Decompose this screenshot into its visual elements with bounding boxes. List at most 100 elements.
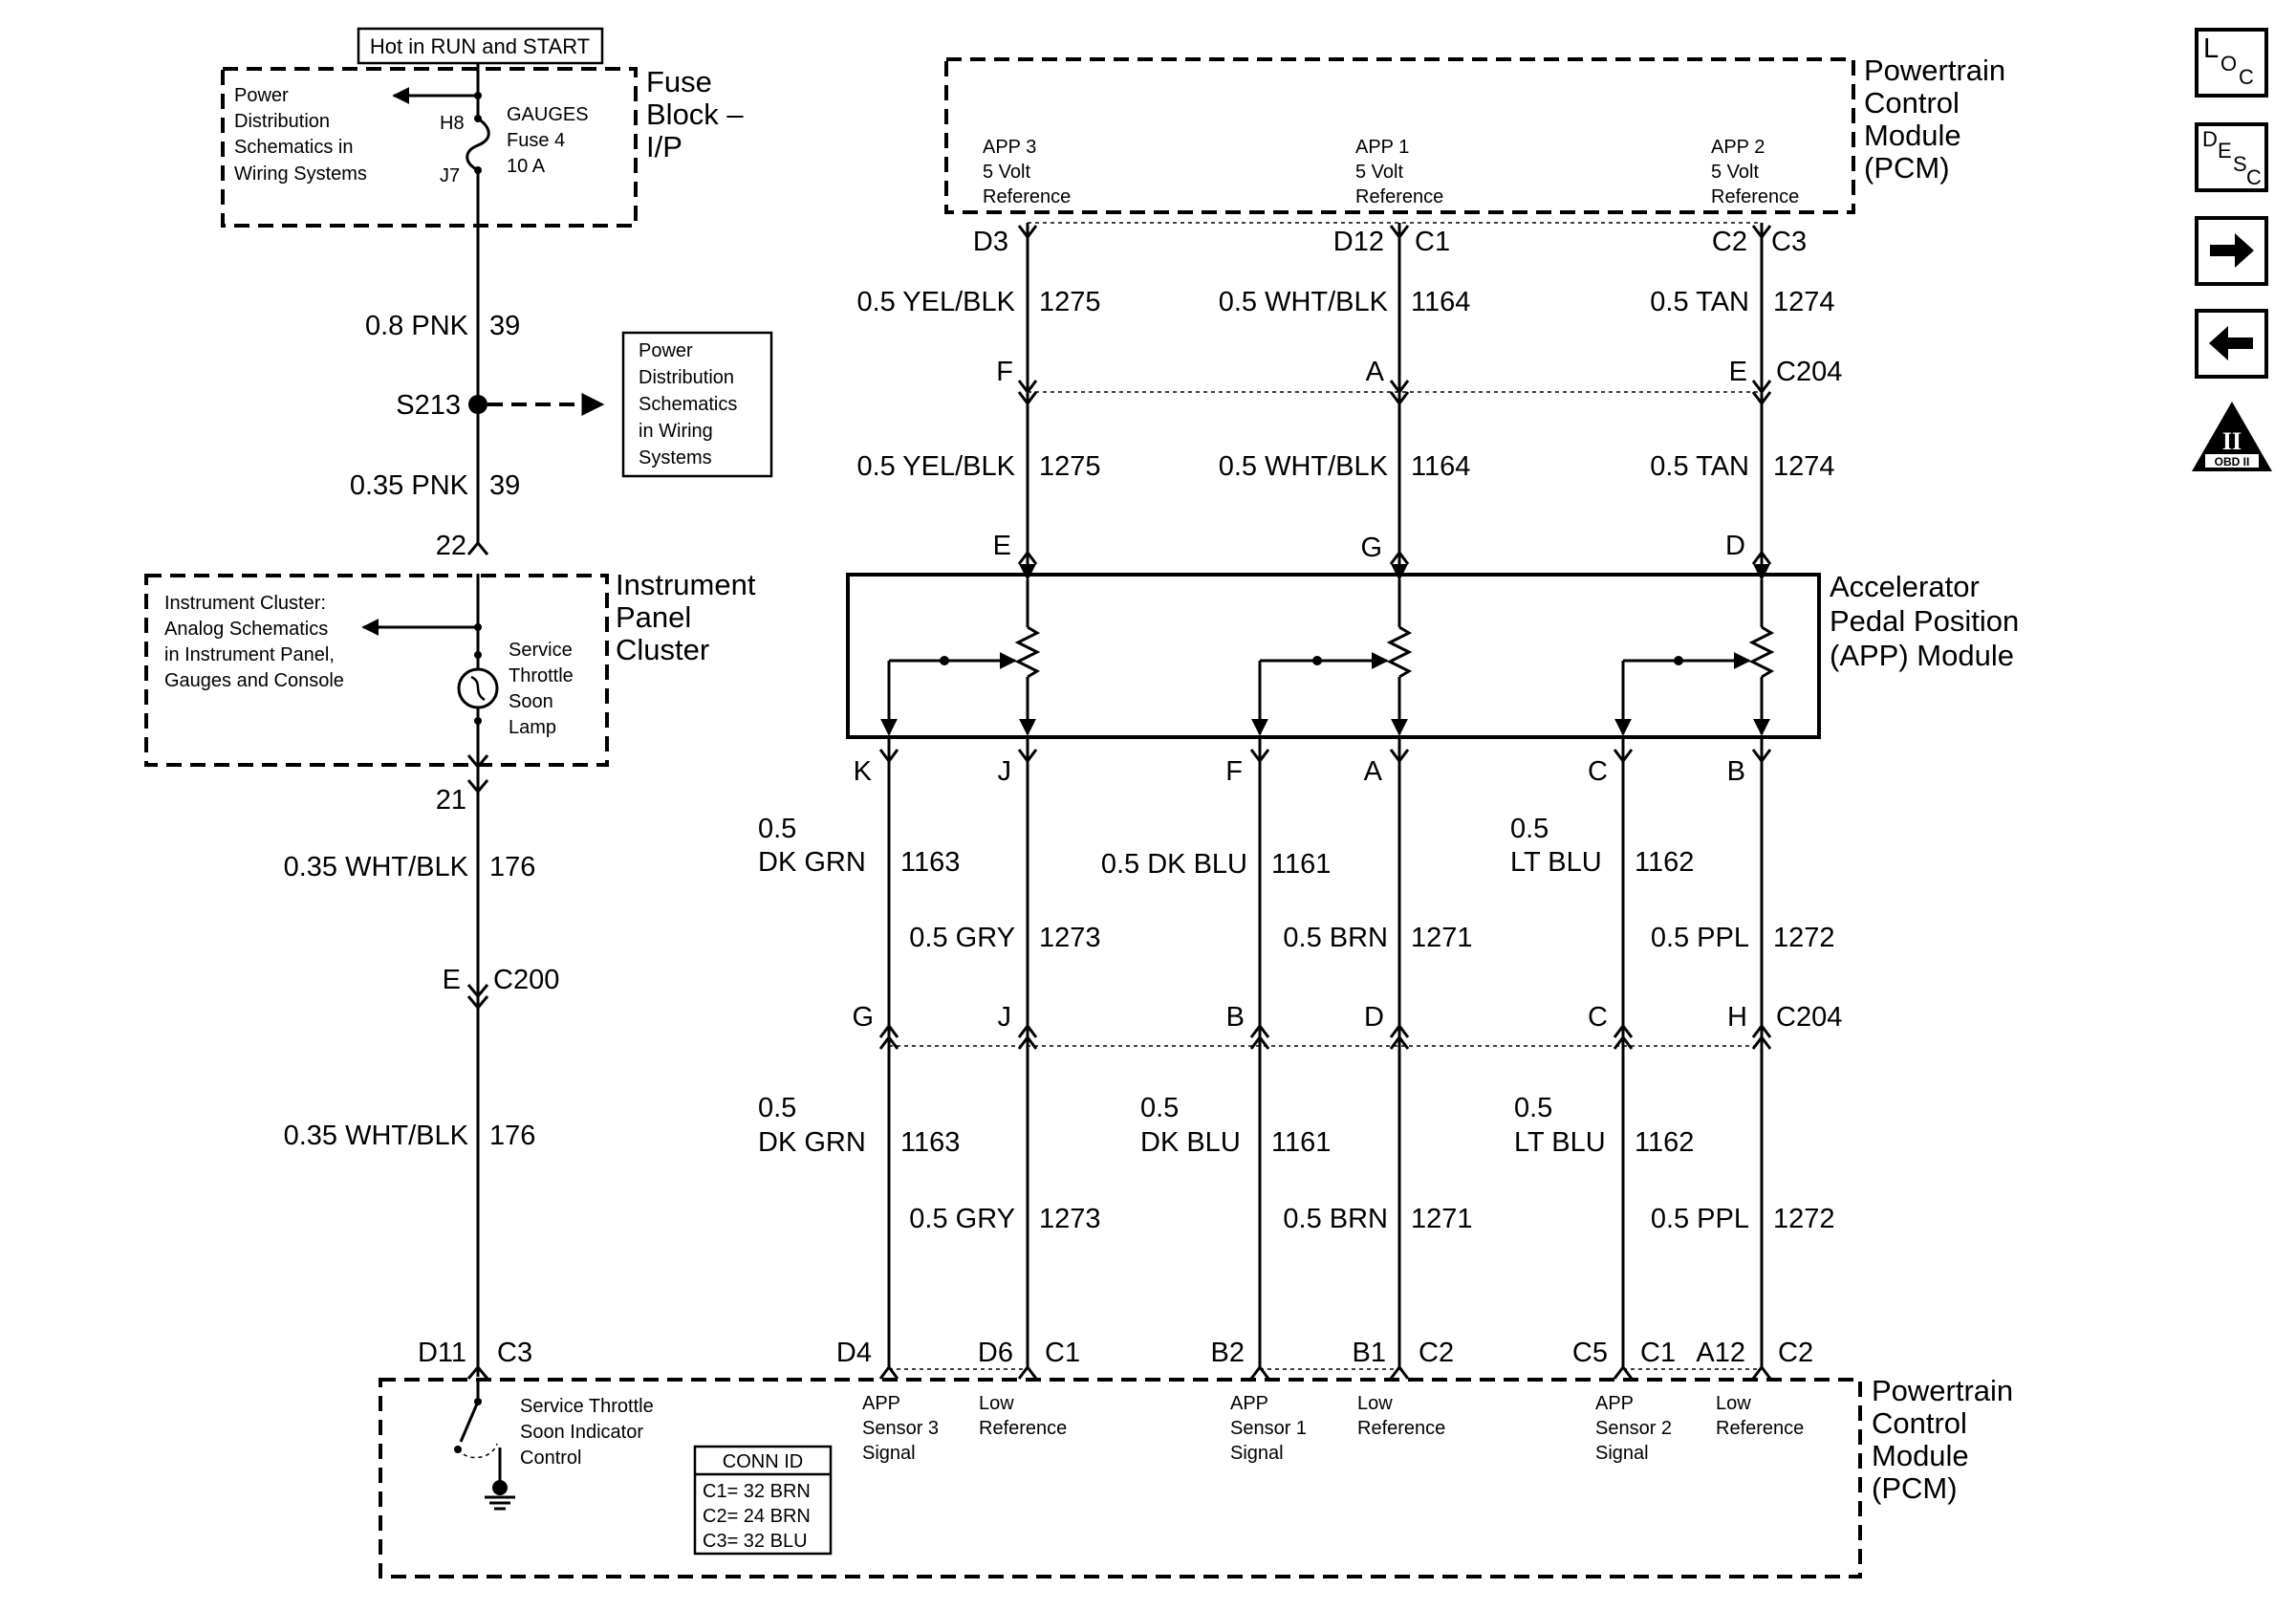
svg-text:0.5 GRY: 0.5 GRY [909,1204,1015,1234]
svg-text:0.5 GRY: 0.5 GRY [909,923,1015,953]
svg-text:D: D [1364,1002,1384,1033]
svg-text:1272: 1272 [1773,1204,1835,1234]
svg-text:1274: 1274 [1773,451,1835,482]
svg-text:II: II [2222,427,2242,455]
svg-text:C1: C1 [1045,1338,1080,1368]
location-icon[interactable]: L O C [2195,28,2268,98]
svg-text:L: L [2203,33,2219,64]
svg-text:C: C [1588,756,1608,787]
svg-text:CONN ID: CONN ID [723,1451,803,1472]
pcm-bottom: Powertrain Control Module (PCM) [379,1374,2013,1578]
svg-text:C2: C2 [1419,1338,1454,1368]
svg-text:Wiring Systems: Wiring Systems [234,163,367,185]
svg-text:0.5: 0.5 [758,1093,796,1123]
svg-text:E: E [443,965,461,995]
svg-text:1273: 1273 [1039,1204,1101,1234]
svg-text:1275: 1275 [1039,287,1101,317]
svg-text:Distribution: Distribution [234,111,330,132]
svg-text:Soon: Soon [509,691,553,712]
svg-text:1163: 1163 [900,1127,960,1158]
svg-text:Low: Low [1716,1393,1751,1414]
svg-text:G: G [1360,533,1382,563]
fuse-4-symbol [466,117,490,172]
svg-text:APP 2: APP 2 [1711,137,1765,158]
next-arrow-icon[interactable] [2195,216,2268,286]
svg-text:0.5: 0.5 [758,814,796,844]
svg-text:C: C [2239,65,2254,89]
svg-text:D: D [1725,531,1745,561]
low-ref-wire-1272: B 0.5 PPL 1272 H 0.5 PPL 1272 A12 C2 [1651,738,1835,1380]
app-sensor-2-signal-label: APP Sensor 2 Signal [1595,1393,1672,1464]
svg-text:176: 176 [489,1121,535,1151]
svg-text:O: O [2220,52,2237,76]
svg-text:B2: B2 [1211,1338,1245,1368]
previous-arrow-icon[interactable] [2195,309,2268,379]
svg-text:C5: C5 [1572,1338,1608,1368]
svg-text:Reference: Reference [1716,1418,1804,1439]
svg-text:C1: C1 [1415,227,1450,257]
svg-text:J7: J7 [440,165,460,186]
svg-text:K: K [854,756,873,787]
svg-text:0.35 WHT/BLK: 0.35 WHT/BLK [284,1121,469,1151]
svg-text:0.5 TAN: 0.5 TAN [1650,287,1749,317]
svg-text:(PCM): (PCM) [1872,1471,1958,1505]
ref-wire-1275: 0.5 YEL/BLK 1275 F 0.5 YEL/BLK 1275 E [856,223,1101,572]
low-reference-label-2: Low Reference [1357,1393,1445,1439]
svg-text:Low: Low [979,1393,1014,1414]
svg-text:1164: 1164 [1411,287,1470,317]
svg-text:176: 176 [489,852,535,882]
svg-text:B: B [1727,756,1745,787]
svg-text:0.35 PNK: 0.35 PNK [350,470,469,501]
svg-text:J: J [998,1002,1012,1033]
svg-text:D6: D6 [978,1338,1013,1368]
svg-text:0.5 WHT/BLK: 0.5 WHT/BLK [1219,287,1389,317]
svg-text:1273: 1273 [1039,923,1101,953]
svg-text:Powertrain: Powertrain [1872,1374,2013,1407]
description-icon[interactable]: D E S C [2195,122,2268,192]
svg-text:Instrument Cluster:: Instrument Cluster: [164,593,326,614]
obd-ii-icon[interactable]: II OBD II [2192,402,2272,471]
splice-s213 [468,395,487,414]
svg-text:39: 39 [489,311,520,341]
svg-text:GAUGES: GAUGES [507,104,589,125]
svg-text:(APP) Module: (APP) Module [1830,639,2014,672]
svg-text:I/P: I/P [646,130,682,163]
svg-text:1161: 1161 [1271,849,1331,880]
signal-wire-1163: K 0.5 DK GRN 1163 G 0.5 DK GRN 1163 D4 [758,738,960,1380]
svg-text:0.5 TAN: 0.5 TAN [1650,451,1749,482]
svg-text:Sensor 1: Sensor 1 [1230,1418,1307,1439]
svg-text:E: E [1729,357,1747,387]
svg-text:C3= 32 BLU: C3= 32 BLU [703,1531,808,1552]
svg-text:Distribution: Distribution [639,367,734,388]
signal-wire-1162: C 0.5 LT BLU 1162 C 0.5 LT BLU 1162 C5 C… [1510,738,1694,1380]
svg-text:0.5 YEL/BLK: 0.5 YEL/BLK [856,451,1015,482]
svg-text:Reference: Reference [979,1418,1067,1439]
svg-text:Low: Low [1357,1393,1393,1414]
svg-text:A: A [1366,357,1385,387]
app-sensor-1-signal-label: APP Sensor 1 Signal [1230,1393,1307,1464]
svg-text:APP 1: APP 1 [1355,137,1409,158]
svg-text:DK BLU: DK BLU [1140,1127,1241,1158]
svg-text:Signal: Signal [1595,1443,1649,1464]
svg-text:H8: H8 [440,113,465,134]
svg-text:0.8 PNK: 0.8 PNK [365,311,469,341]
svg-text:0.5 WHT/BLK: 0.5 WHT/BLK [1219,451,1389,482]
svg-text:Reference: Reference [1711,186,1799,207]
svg-text:Fuse: Fuse [646,65,712,98]
svg-text:Panel: Panel [616,600,691,634]
svg-text:in Instrument Panel,: in Instrument Panel, [164,644,335,665]
svg-text:J: J [998,756,1012,787]
svg-text:Control: Control [520,1448,581,1469]
svg-text:5 Volt: 5 Volt [983,162,1030,183]
svg-text:D11: D11 [418,1338,466,1368]
svg-text:H: H [1727,1002,1747,1033]
svg-text:Reference: Reference [983,186,1071,207]
svg-text:Throttle: Throttle [509,665,574,686]
svg-text:D12: D12 [1333,227,1384,257]
svg-text:10 A: 10 A [507,156,546,177]
svg-text:Accelerator: Accelerator [1830,570,1980,603]
svg-text:0.5: 0.5 [1140,1093,1179,1123]
service-throttle-soon-lamp-icon [457,667,499,709]
svg-text:0.5 DK BLU: 0.5 DK BLU [1101,849,1247,880]
